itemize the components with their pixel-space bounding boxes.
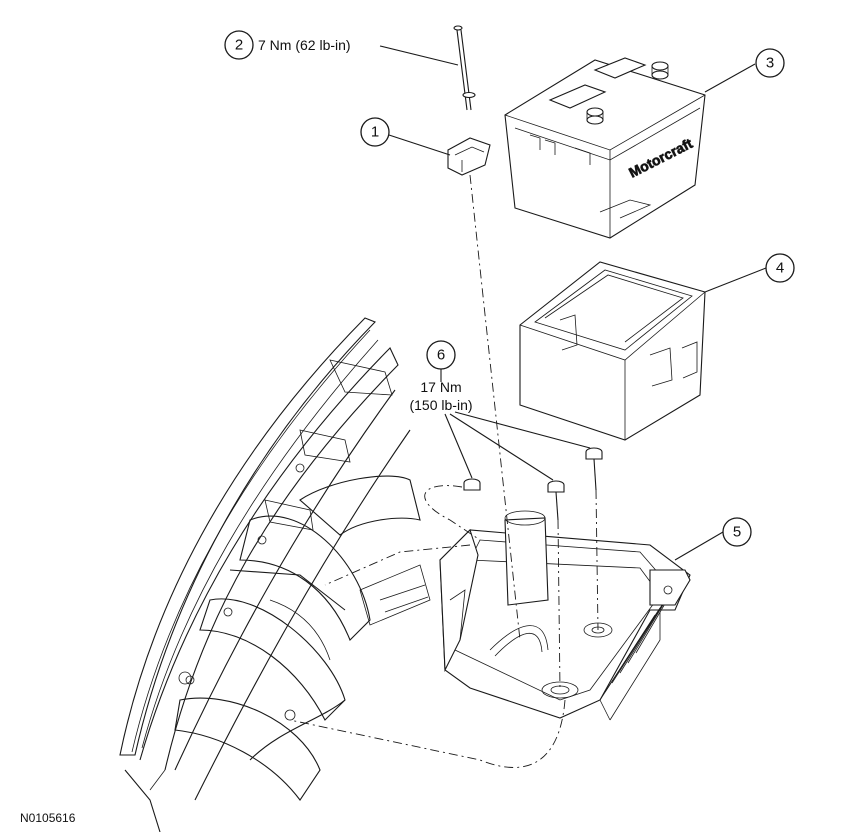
battery: Motorcraft xyxy=(504,57,706,239)
tray-bolts xyxy=(424,447,603,691)
callout-5-number: 5 xyxy=(733,524,741,541)
tray-bolt-center xyxy=(547,480,565,691)
alignment-line-tray-upper xyxy=(324,544,471,586)
figure-id: N0105616 xyxy=(20,811,76,825)
callout-3: 3 xyxy=(755,48,785,78)
callout-1: 1 xyxy=(360,117,390,147)
callout-2-torque: 7 Nm (62 lb-in) xyxy=(258,37,351,53)
callout-4: 4 xyxy=(765,253,795,283)
callout-2-number: 2 xyxy=(235,37,243,54)
battery-tray xyxy=(439,510,691,721)
tray-bolt-left xyxy=(424,478,481,541)
callout-leaders xyxy=(379,45,767,561)
callout-5: 5 xyxy=(722,517,752,547)
callout-6: 6 17 Nm (150 lb-in) xyxy=(409,340,473,413)
tray-bolt-right xyxy=(585,447,603,631)
callout-1-number: 1 xyxy=(371,124,379,141)
callout-3-number: 3 xyxy=(766,55,774,72)
callout-6-torque-lbin: (150 lb-in) xyxy=(409,397,472,413)
callout-6-number: 6 xyxy=(437,347,445,364)
alignment-line-tray-lower xyxy=(289,699,566,768)
hold-down-bolt xyxy=(453,25,521,641)
vehicle-front-structure xyxy=(119,317,431,832)
battery-insulator-box xyxy=(519,261,706,441)
callout-4-number: 4 xyxy=(776,260,784,277)
callout-6-torque-nm: 17 Nm xyxy=(420,379,461,395)
callout-2: 2 7 Nm (62 lb-in) xyxy=(224,30,351,60)
hold-down-clamp xyxy=(447,137,491,176)
